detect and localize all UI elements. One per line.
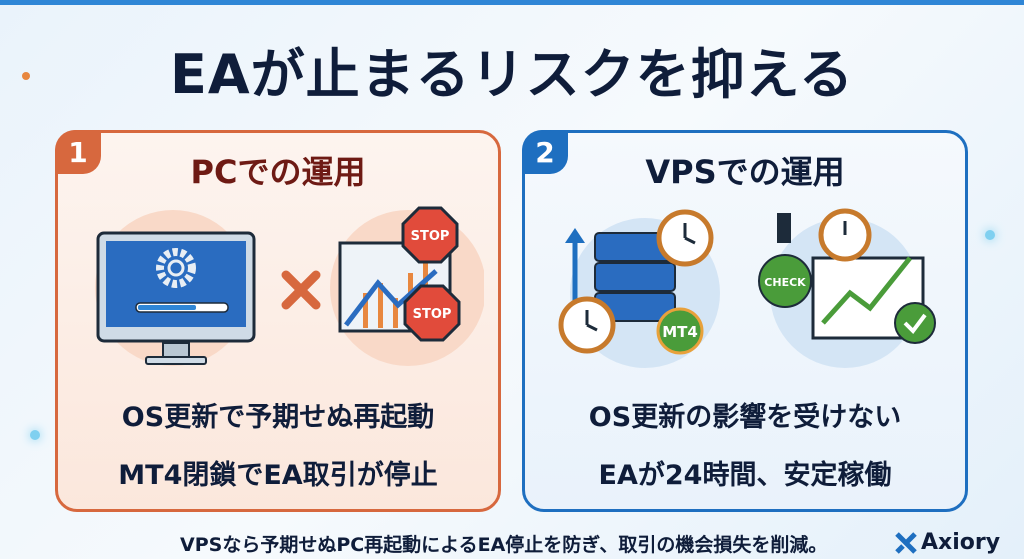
cross-icon bbox=[281, 270, 321, 310]
stop-sign: STOP bbox=[403, 284, 461, 342]
card-number-badge: 1 bbox=[55, 130, 101, 174]
pc-operation-card: 1 PCでの運用 STOP STOP OS更新で予期せぬ再起動 MT4閉鎖でEA… bbox=[55, 130, 501, 512]
card-title: VPSでの運用 bbox=[645, 153, 845, 191]
decor-dot bbox=[985, 230, 995, 240]
stopped-chart-icon: STOP STOP bbox=[338, 206, 461, 342]
pc-risk-line-1: OS更新で予期せぬ再起動 bbox=[121, 402, 435, 433]
axiory-mark-icon bbox=[895, 531, 917, 554]
decor-dot bbox=[22, 72, 30, 80]
plug-check-chart-icon: CHECK bbox=[758, 208, 936, 344]
page-title: EAが止まるリスクを抑える bbox=[169, 43, 855, 106]
top-accent-bar bbox=[0, 0, 1024, 5]
server-clock-icon: MT4 bbox=[558, 209, 714, 355]
decor-dot bbox=[30, 430, 40, 440]
pc-illustration: STOP STOP bbox=[95, 206, 484, 366]
svg-text:STOP: STOP bbox=[413, 307, 452, 322]
footer-summary: VPSなら予期せぬPC再起動によるEA停止を防ぎ、取引の機会損失を削減。 bbox=[180, 534, 828, 556]
monitor-update-icon bbox=[96, 231, 256, 365]
svg-text:STOP: STOP bbox=[411, 229, 450, 244]
axiory-logo: Axiory bbox=[895, 530, 1000, 555]
card-number-badge: 2 bbox=[522, 130, 568, 174]
vps-benefit-line-2: EAが24時間、安定稼働 bbox=[598, 460, 892, 491]
vps-benefit-line-1: OS更新の影響を受けない bbox=[588, 402, 902, 433]
svg-text:MT4: MT4 bbox=[662, 323, 698, 341]
pc-risk-line-2: MT4閉鎖でEA取引が停止 bbox=[118, 460, 438, 491]
card-title: PCでの運用 bbox=[190, 153, 366, 191]
svg-text:CHECK: CHECK bbox=[764, 276, 806, 289]
vps-operation-card: 2 VPSでの運用 MT4 CHECK OS更新の影響を受けない EAが24時間… bbox=[522, 130, 968, 512]
stop-sign: STOP bbox=[401, 206, 459, 264]
vps-illustration: MT4 CHECK bbox=[558, 208, 936, 368]
